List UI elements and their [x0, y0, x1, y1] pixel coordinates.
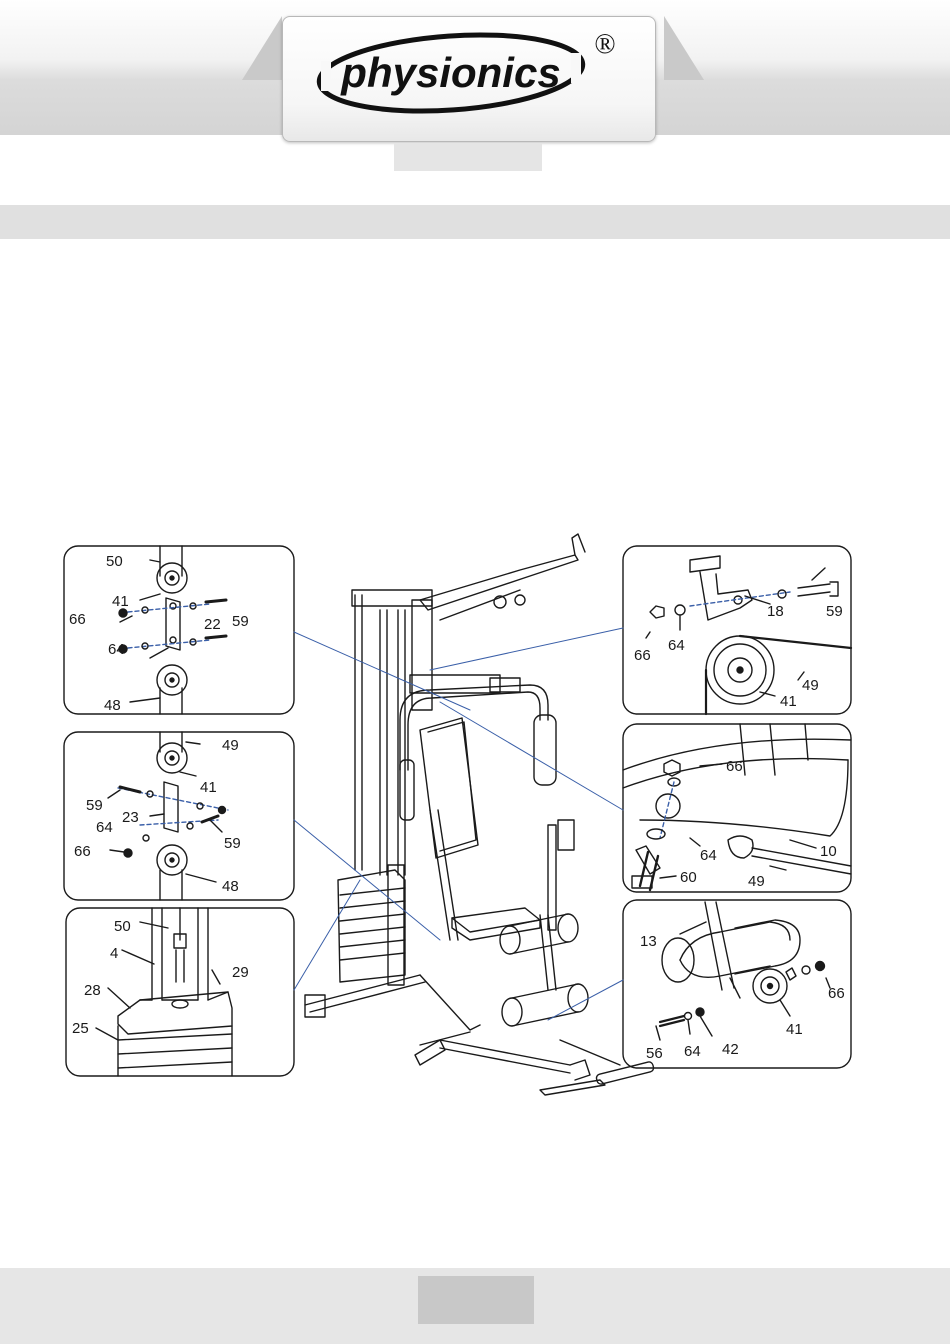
callout-tl-50: 50: [106, 553, 123, 570]
callout-ml-66: 66: [74, 843, 91, 860]
callout-mr-10: 10: [820, 843, 837, 860]
callout-ml-49: 49: [222, 737, 239, 754]
brand-logo: physionics ®: [283, 17, 655, 141]
callout-mr-60: 60: [680, 869, 697, 886]
callout-br-64: 64: [684, 1043, 701, 1060]
detail-roller-pads: [656, 902, 830, 1040]
callout-bl-29: 29: [232, 964, 249, 981]
callout-bl-28: 28: [84, 982, 101, 999]
callout-bl-50: 50: [114, 918, 131, 935]
assembly-diagram: 50 41 66 22 59 64 48 49 41 59 23 64 59 6…: [0, 520, 950, 1110]
callout-mr-49: 49: [748, 873, 765, 890]
trademark-mark: ®: [594, 29, 615, 60]
callout-ml-64: 64: [96, 819, 113, 836]
callout-tl-64: 64: [108, 641, 125, 658]
callout-ml-41: 41: [200, 779, 217, 796]
callout-mr-66: 66: [726, 758, 743, 775]
callout-tr-66: 66: [634, 647, 651, 664]
callout-tr-59: 59: [826, 603, 843, 620]
brand-logo-card: physionics ®: [282, 16, 656, 142]
callout-tl-59: 59: [232, 613, 249, 630]
callout-tl-22: 22: [204, 616, 221, 633]
header-tab-left: [242, 16, 282, 80]
callout-bl-25: 25: [72, 1020, 89, 1037]
callout-ml-59b: 59: [224, 835, 241, 852]
section-title-tab: [394, 143, 542, 171]
page-number-tab: [418, 1276, 534, 1324]
callout-bl-4: 4: [110, 945, 118, 962]
callout-tl-48: 48: [104, 697, 121, 714]
callout-ml-59a: 59: [86, 797, 103, 814]
logo-swoosh-gap-right: [571, 53, 581, 83]
callout-br-41: 41: [786, 1021, 803, 1038]
brand-name: physionics: [340, 49, 560, 96]
callout-ml-48: 48: [222, 878, 239, 895]
callout-tl-41: 41: [112, 593, 129, 610]
callout-tl-66: 66: [69, 611, 86, 628]
section-heading-bar: [0, 205, 950, 239]
logo-swoosh-gap-left: [321, 61, 331, 91]
header-tab-right: [664, 16, 704, 80]
weight-stack: [338, 865, 405, 985]
callout-br-56: 56: [646, 1045, 663, 1062]
callout-mr-64: 64: [700, 847, 717, 864]
callout-tr-64: 64: [668, 637, 685, 654]
callout-br-13: 13: [640, 933, 657, 950]
callout-tr-41: 41: [780, 693, 797, 710]
detail-pulley-bracket-18: [646, 556, 851, 714]
home-gym-machine: [305, 534, 654, 1095]
callout-br-42: 42: [722, 1041, 739, 1058]
callout-ml-23: 23: [122, 809, 139, 826]
callout-br-66: 66: [828, 985, 845, 1002]
detail-bracket-10: [623, 724, 851, 890]
callout-tr-18: 18: [767, 603, 784, 620]
callout-tr-49: 49: [802, 677, 819, 694]
